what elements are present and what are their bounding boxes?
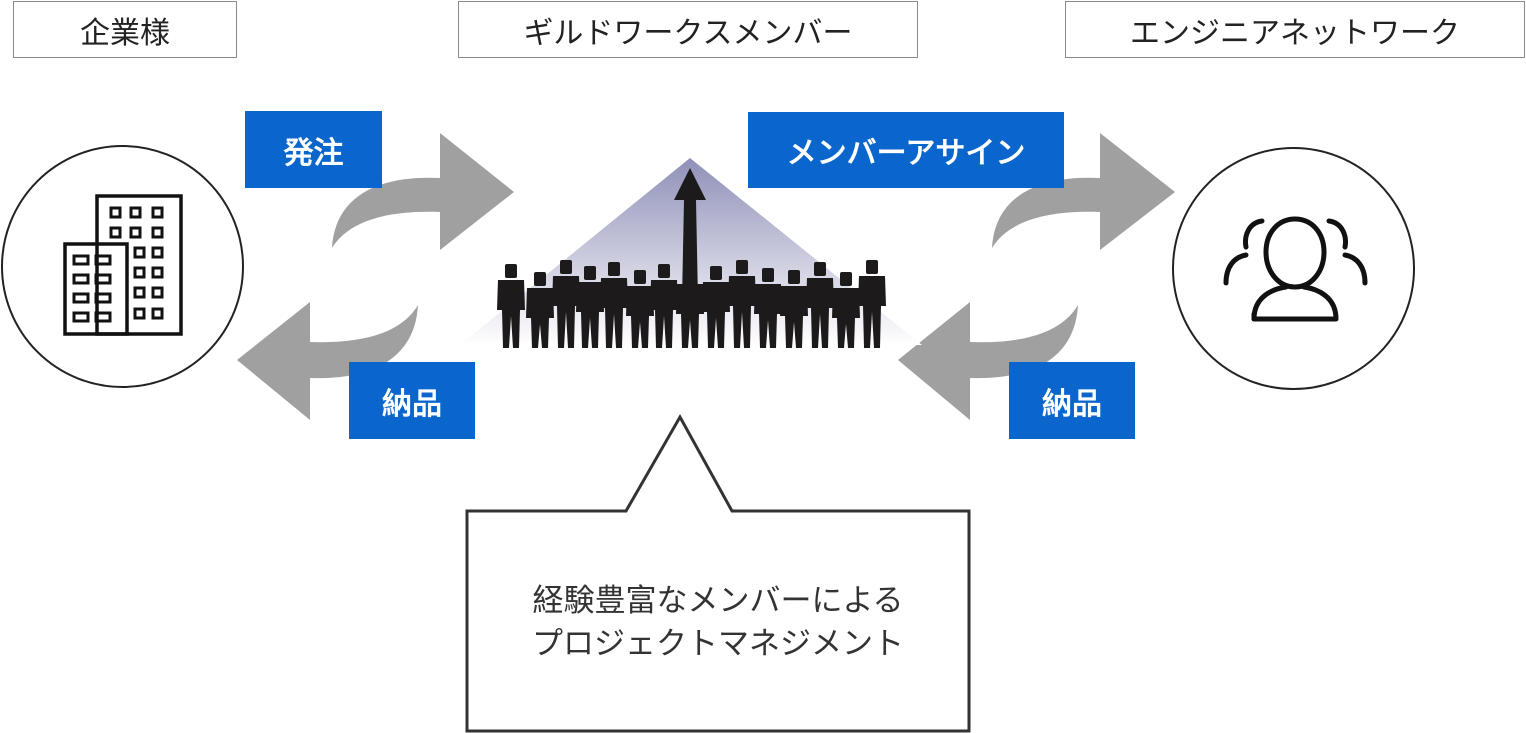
company-circle <box>1 145 244 388</box>
order-tag: 発注 <box>245 111 382 188</box>
person-figure <box>626 270 654 348</box>
delivery-tag-left: 納品 <box>349 362 475 439</box>
person-figure <box>600 262 628 348</box>
upward-arrow-icon <box>674 168 706 300</box>
header-guild-members: ギルドワークスメンバー <box>458 1 918 58</box>
assign-arrow <box>992 133 1175 250</box>
person-figure <box>858 260 886 348</box>
office-building-icon <box>63 194 183 336</box>
person-figure <box>650 264 678 348</box>
person-figure <box>552 260 580 348</box>
delivery-arrow-right <box>898 302 1078 420</box>
team-crowd-icon <box>497 260 886 348</box>
callout-line-1: 経験豊富なメンバーによる <box>532 583 904 619</box>
person-figure <box>806 262 834 348</box>
network-circle <box>1172 147 1415 390</box>
person-figure <box>702 266 730 348</box>
callout-line-2: プロジェクトマネジメント <box>532 626 904 662</box>
delivery-arrow-left <box>237 302 418 420</box>
order-arrow <box>332 133 514 250</box>
header-engineer-network: エンジニアネットワーク <box>1065 1 1525 58</box>
person-figure <box>780 270 808 348</box>
person-figure <box>497 264 525 348</box>
delivery-tag-right: 納品 <box>1009 362 1135 439</box>
person-figure <box>728 260 756 348</box>
header-company: 企業様 <box>13 1 237 58</box>
person-figure <box>526 272 554 348</box>
member-assign-tag: メンバーアサイン <box>748 112 1064 188</box>
callout-text: 経験豊富なメンバーによる プロジェクトマネジメント <box>470 580 966 666</box>
person-figure <box>754 268 782 348</box>
callout-bubble <box>465 413 971 733</box>
people-group-icon <box>1223 216 1368 322</box>
person-figure <box>676 268 704 348</box>
person-figure <box>576 266 604 348</box>
person-figure <box>832 272 860 348</box>
